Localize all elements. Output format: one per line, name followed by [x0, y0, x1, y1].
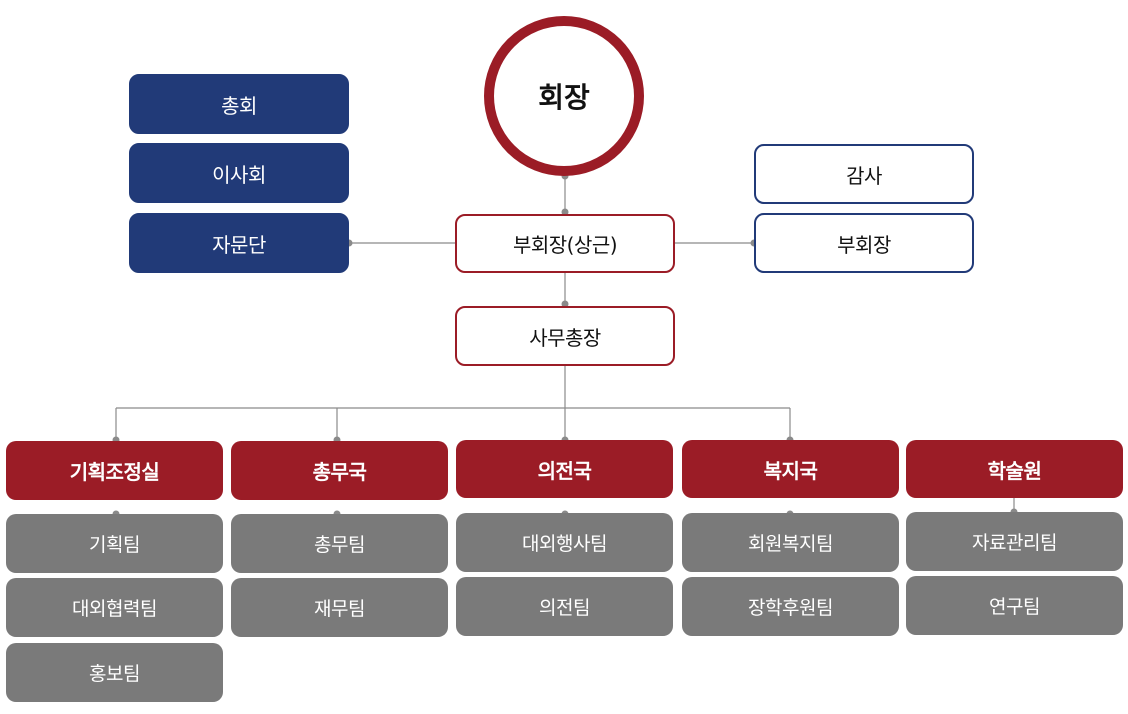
board-of-directors-box: 이사회	[129, 143, 349, 203]
team-public-relations: 홍보팀	[6, 643, 223, 702]
team-scholarship-support: 장학후원팀	[682, 577, 899, 636]
dept-planning-office: 기획조정실	[6, 441, 223, 500]
team-planning: 기획팀	[6, 514, 223, 573]
general-assembly-box: 총회	[129, 74, 349, 134]
team-external-cooperation: 대외협력팀	[6, 578, 223, 637]
secretary-general-box: 사무총장	[455, 306, 675, 366]
team-external-events: 대외행사팀	[456, 513, 673, 572]
auditor-box: 감사	[754, 144, 974, 204]
team-general-affairs: 총무팀	[231, 514, 448, 573]
team-research: 연구팀	[906, 576, 1123, 635]
dept-academy: 학술원	[906, 440, 1123, 498]
dept-welfare: 복지국	[682, 440, 899, 498]
standing-vice-president-box: 부회장(상근)	[455, 214, 675, 273]
team-member-welfare: 회원복지팀	[682, 513, 899, 572]
vice-president-box: 부회장	[754, 213, 974, 273]
team-protocol: 의전팀	[456, 577, 673, 636]
dept-protocol: 의전국	[456, 440, 673, 498]
president-node: 회장	[484, 16, 644, 176]
dept-general-affairs: 총무국	[231, 441, 448, 500]
advisory-group-box: 자문단	[129, 213, 349, 273]
team-finance: 재무팀	[231, 578, 448, 637]
team-records-management: 자료관리팀	[906, 512, 1123, 571]
